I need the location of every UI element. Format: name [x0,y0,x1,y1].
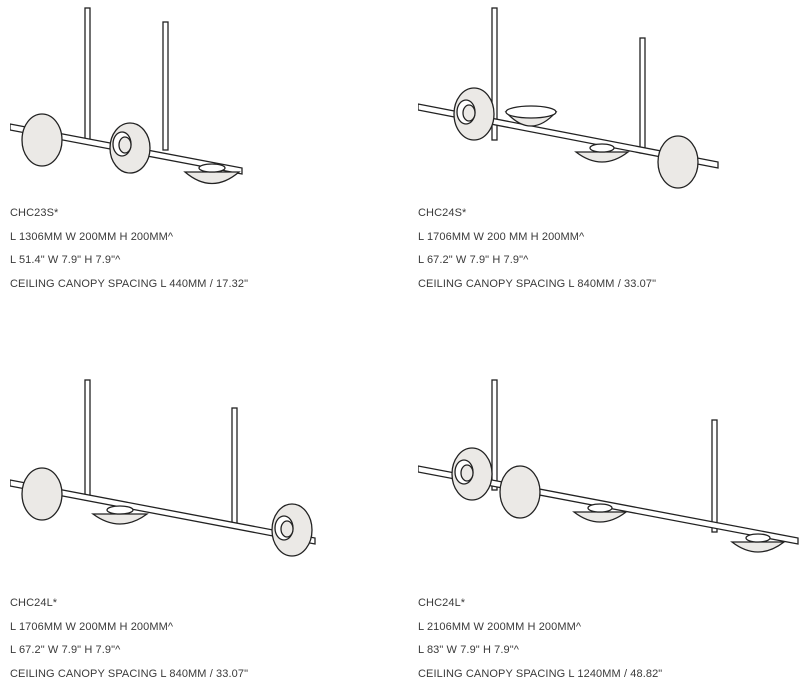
pendant-drawing [10,379,316,557]
dimensions-mm: L 1706MM W 200MM H 200MM^ [10,620,174,633]
pendant-drawing [10,7,243,185]
model-number: CHC23S* [10,207,59,219]
spec-block: CHC24L* L 1706MM W 200MM H 200MM^ L 67.2… [10,592,400,686]
dimensions-mm: L 1306MM W 200MM H 200MM^ [10,230,174,243]
product-card-chc24l: CHC24L* L 1706MM W 200MM H 200MM^ L 67.2… [10,378,400,686]
product-card-chc23s: CHC23S* L 1306MM W 200MM H 200MM^ L 51.4… [10,0,400,300]
canopy-spacing: CEILING CANOPY SPACING L 1240MM / 48.82" [418,667,663,680]
canopy-spacing: CEILING CANOPY SPACING L 840MM / 33.07" [418,277,657,290]
spec-block: CHC23S* L 1306MM W 200MM H 200MM^ L 51.4… [10,202,400,296]
dimensions-inches: L 67.2" W 7.9" H 7.9"^ [418,254,529,266]
dimensions-inches: L 67.2" W 7.9" H 7.9"^ [10,644,121,656]
product-card-chc24l-long: CHC24L* L 2106MM W 200MM H 200MM^ L 83" … [418,378,804,686]
model-number: CHC24L* [10,597,58,609]
spec-block: CHC24L* L 2106MM W 200MM H 200MM^ L 83" … [418,592,804,686]
canopy-spacing: CEILING CANOPY SPACING L 840MM / 33.07" [10,667,249,680]
dimensions-mm: L 1706MM W 200 MM H 200MM^ [418,230,585,243]
dimensions-inches: L 83" W 7.9" H 7.9"^ [418,644,520,656]
pendant-drawing [418,379,799,553]
product-card-chc24s: CHC24S* L 1706MM W 200 MM H 200MM^ L 67.… [418,0,804,300]
model-number: CHC24L* [418,597,466,609]
dimensions-inches: L 51.4" W 7.9" H 7.9"^ [10,254,121,266]
spec-block: CHC24S* L 1706MM W 200 MM H 200MM^ L 67.… [418,202,804,296]
canopy-spacing: CEILING CANOPY SPACING L 440MM / 17.32" [10,277,249,290]
dimensions-mm: L 2106MM W 200MM H 200MM^ [418,620,582,633]
pendant-drawing [418,7,719,189]
model-number: CHC24S* [418,207,467,219]
